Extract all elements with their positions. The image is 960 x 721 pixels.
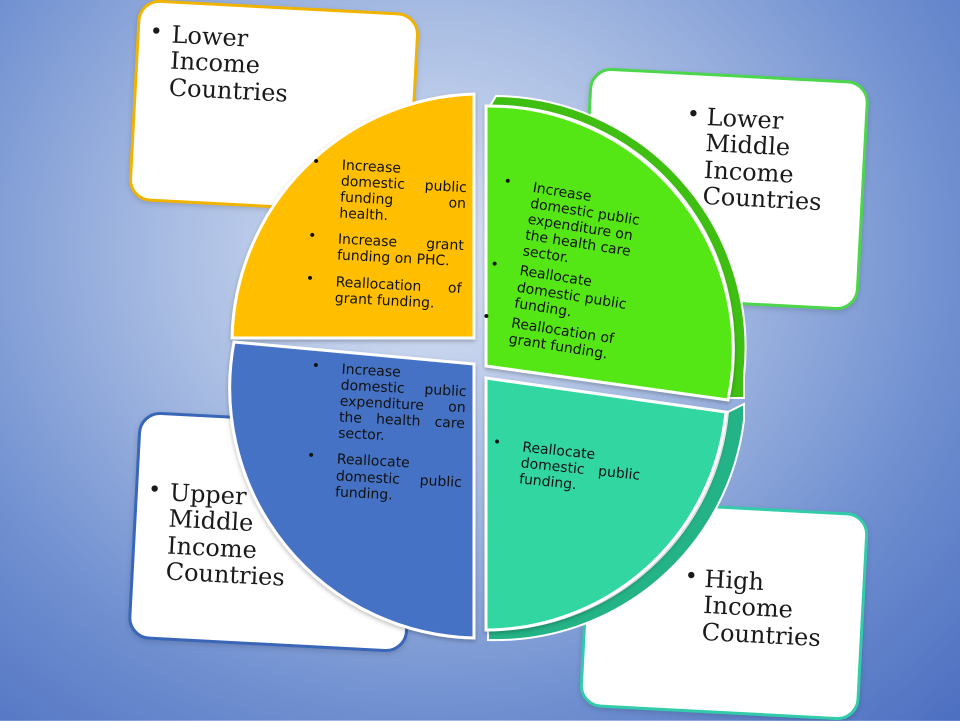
- list-item: Increase domestic public expenditure on …: [308, 360, 468, 449]
- list-item: Reallocate domestic public funding.: [305, 450, 463, 506]
- segment-text-bottom-left: Increase domestic public expenditure on …: [304, 360, 468, 517]
- segment-text-top-right: Increase domestic public expenditure on …: [477, 175, 652, 369]
- segment-text-top-left: Increase domestic public funding on heal…: [304, 156, 468, 323]
- list-item: Increase domestic public funding on heal…: [309, 156, 468, 228]
- list-item: Reallocation of grant funding.: [304, 272, 462, 312]
- segment-bottom-right-side: [487, 402, 745, 642]
- list-item: Increase grant funding on PHC.: [307, 230, 465, 270]
